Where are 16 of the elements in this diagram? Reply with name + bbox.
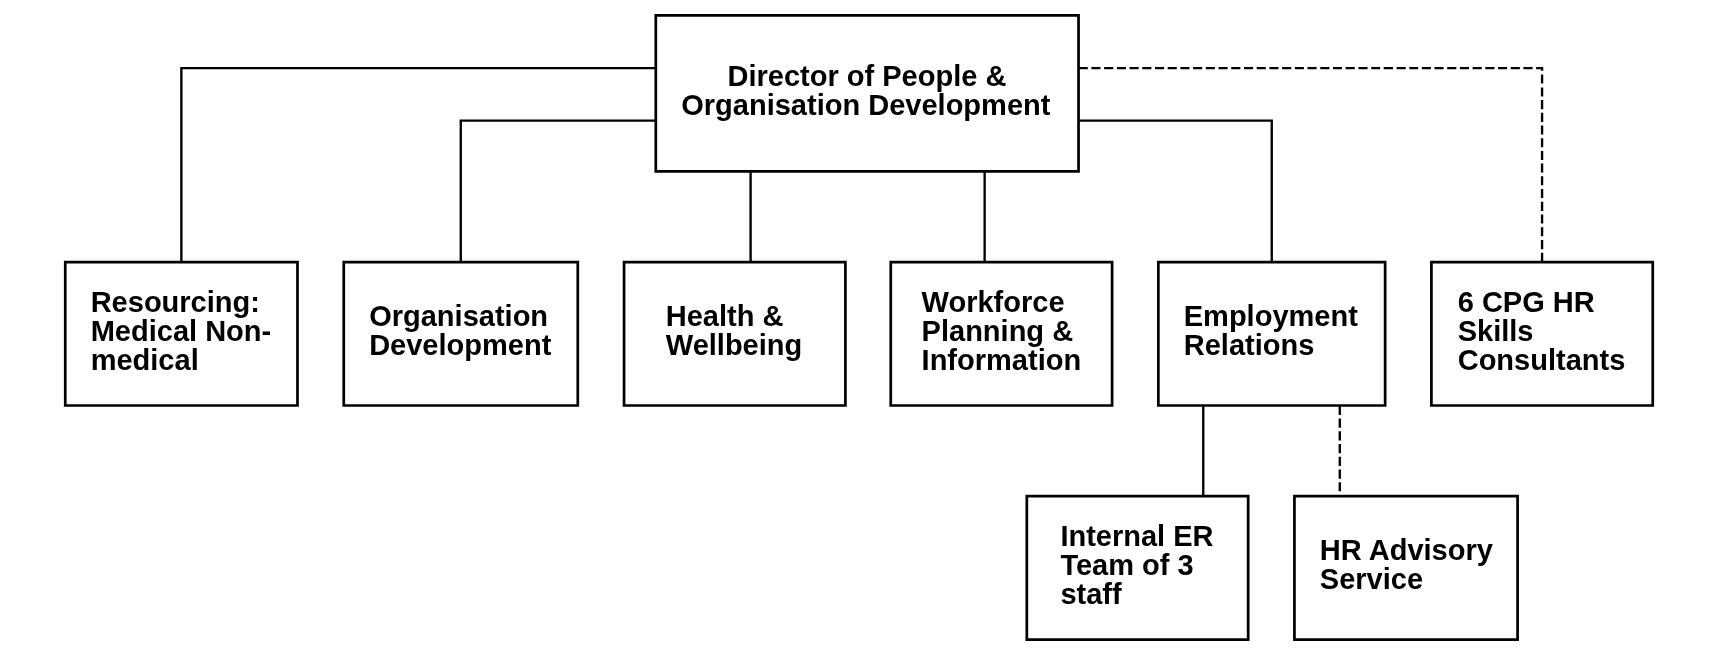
node-box: Director of People & Organisation Development xyxy=(654,14,1080,173)
connector xyxy=(180,66,656,262)
connector xyxy=(1078,119,1273,262)
node-box: 6 CPG HR Skills Consultants xyxy=(1430,260,1655,407)
node-box: Organisation Development xyxy=(342,260,580,407)
node-box: Resourcing: Medical Non-medical xyxy=(63,260,299,407)
connector xyxy=(983,171,986,262)
connector xyxy=(459,119,656,262)
node-box: Workforce Planning & Information xyxy=(889,260,1114,407)
node-box: HR Advisory Service xyxy=(1293,494,1519,641)
node-box: Internal ER Team of 3 staff xyxy=(1025,494,1250,641)
connector xyxy=(1078,66,1544,262)
node-box: Employment Relations xyxy=(1157,260,1387,407)
node-box: Health & Wellbeing xyxy=(622,260,847,407)
connector xyxy=(749,171,752,262)
connector xyxy=(1202,406,1205,496)
